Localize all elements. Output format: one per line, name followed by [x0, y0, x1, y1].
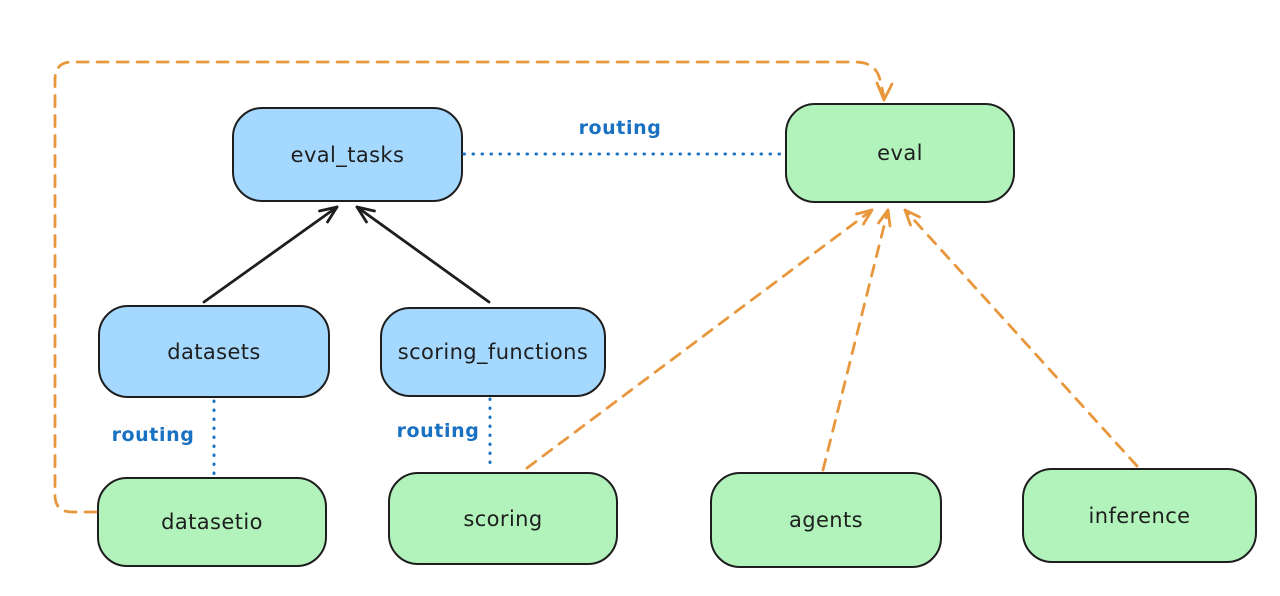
node-eval-tasks-label: eval_tasks [290, 142, 405, 167]
node-agents-label: agents [788, 508, 863, 532]
node-datasetio: datasetio [97, 477, 327, 567]
node-eval-tasks: eval_tasks [232, 107, 463, 202]
node-scoring-functions: scoring_functions [380, 307, 606, 397]
node-scoring-functions-label: scoring_functions [397, 340, 589, 364]
routing-label-eval: routing [578, 117, 662, 139]
node-datasets-label: datasets [167, 339, 261, 364]
routing-label-scoring: routing [396, 420, 480, 442]
arrow-scoring-functions-to-eval-tasks [355, 205, 491, 304]
node-agents: agents [710, 472, 942, 568]
node-inference: inference [1022, 468, 1257, 563]
node-inference-label: inference [1088, 503, 1191, 528]
arrow-inference-to-eval [903, 208, 1139, 468]
node-scoring-label: scoring [463, 506, 543, 531]
node-eval: eval [785, 103, 1015, 203]
node-eval-label: eval [877, 141, 923, 165]
node-scoring: scoring [388, 472, 618, 565]
arrow-agents-to-eval [821, 208, 892, 472]
node-datasetio-label: datasetio [161, 510, 263, 534]
routing-label-datasetio: routing [111, 424, 195, 446]
arrow-datasets-to-eval-tasks [202, 205, 339, 304]
node-datasets: datasets [98, 305, 330, 398]
